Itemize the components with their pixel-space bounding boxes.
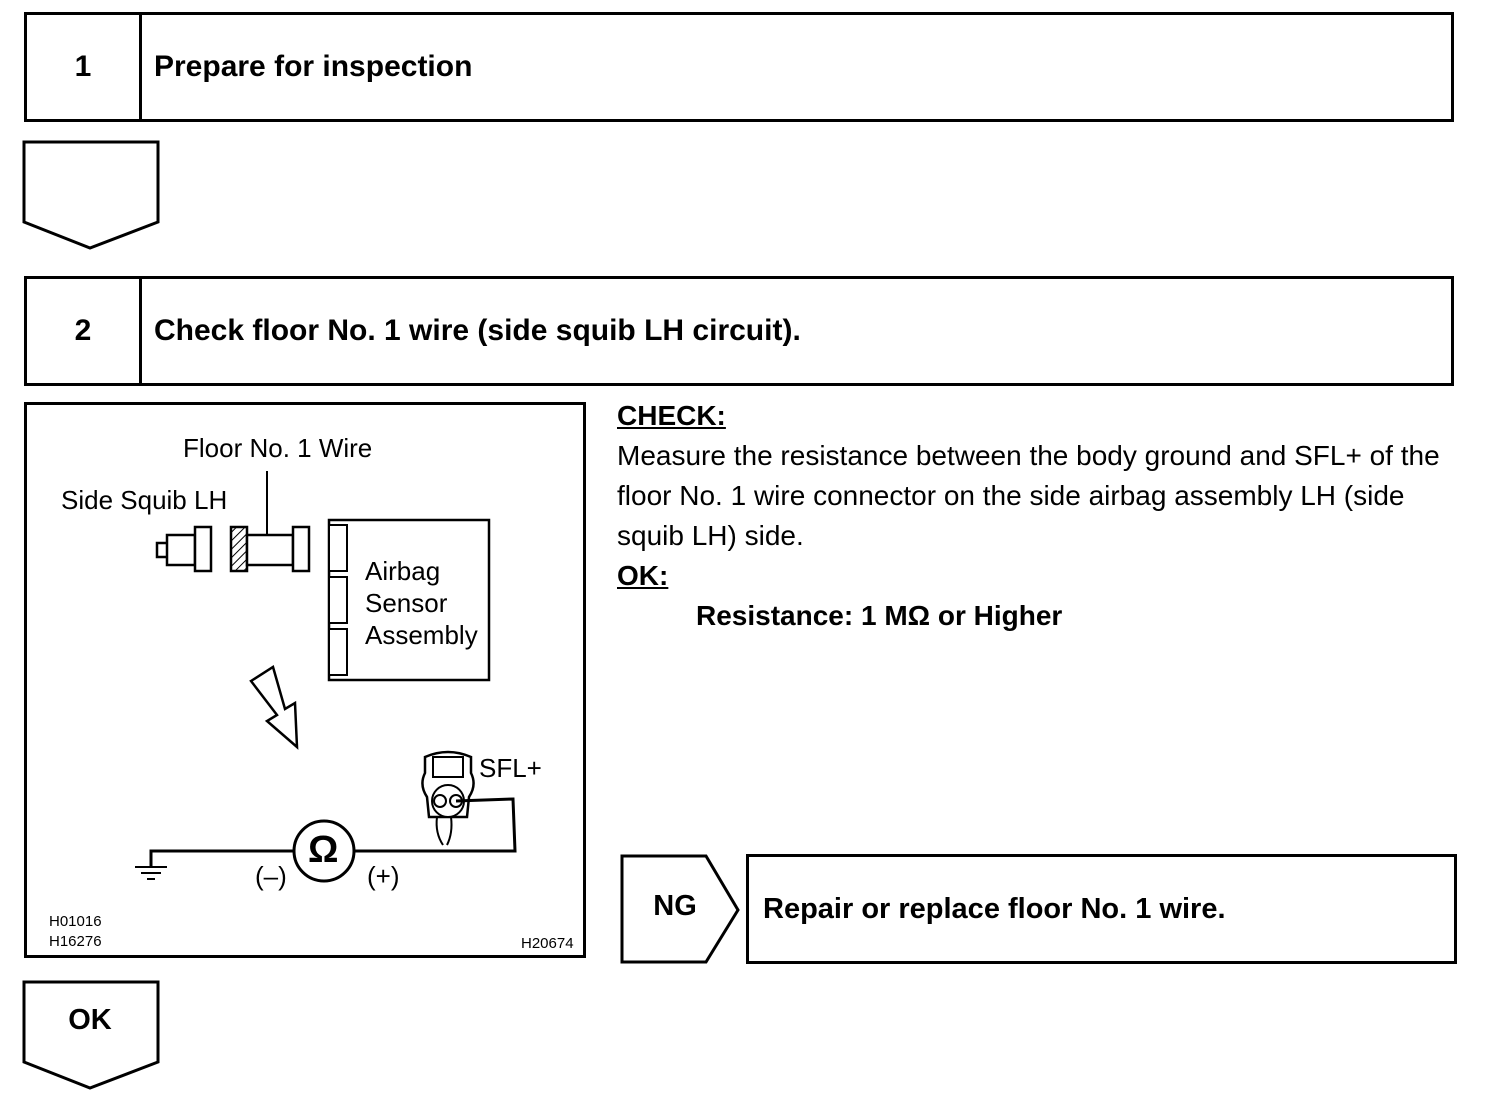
figure-code-3: H20674: [521, 935, 574, 952]
check-instruction: Measure the resistance between the body …: [617, 440, 1440, 551]
resistance-spec: Resistance: 1 MΩ or Higher: [696, 600, 1063, 631]
airbag-sensor-label: Airbag Sensor Assembly: [365, 556, 478, 650]
step-2-number: 2: [27, 279, 142, 383]
step-2-box: 2 Check floor No. 1 wire (side squib LH …: [24, 276, 1454, 386]
ok-arrow: OK: [22, 980, 162, 1092]
figure-code-2: H16276: [49, 933, 102, 950]
step-1-box: 1 Prepare for inspection: [24, 12, 1454, 122]
step-1-title: Prepare for inspection: [154, 50, 473, 83]
ng-result-text: Repair or replace floor No. 1 wire.: [746, 854, 1457, 964]
side-squib-label: Side Squib LH: [61, 485, 228, 515]
sfl-plus-label: SFL+: [479, 753, 542, 783]
wiring-diagram: Floor No. 1 Wire Side Squib LH Airbag Se…: [24, 402, 586, 958]
step-2-title: Check floor No. 1 wire (side squib LH ci…: [154, 314, 801, 347]
plus-terminal-label: (+): [367, 861, 400, 891]
minus-terminal-label: (–): [255, 861, 287, 891]
floor-wire-label: Floor No. 1 Wire: [183, 433, 373, 463]
ng-label: NG: [653, 890, 697, 922]
ohmmeter-icon: Ω: [308, 829, 339, 871]
check-section: CHECK: Measure the resistance between th…: [617, 396, 1467, 636]
figure-code-1: H01016: [49, 913, 102, 930]
ok-label: OK: [68, 1004, 112, 1036]
step-1-number: 1: [27, 15, 142, 119]
ok-heading: OK:: [617, 560, 669, 591]
ng-arrow: NG: [620, 854, 744, 966]
check-heading: CHECK:: [617, 400, 726, 431]
flow-arrow-down: [22, 140, 162, 252]
